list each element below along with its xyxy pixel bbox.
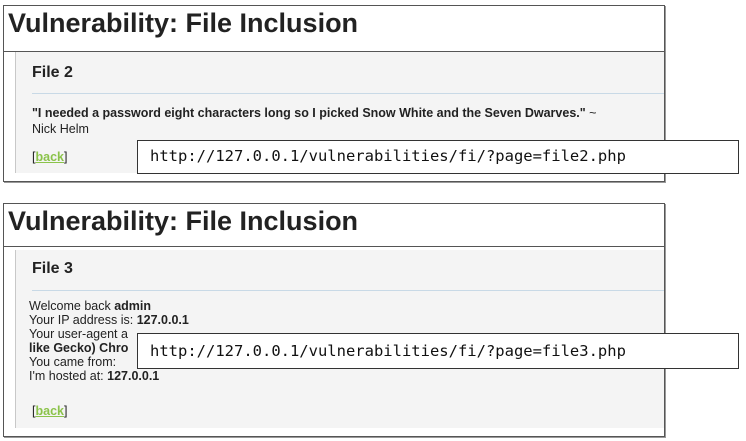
bracket-close: ] [63,150,68,164]
username: admin [114,299,152,313]
bracket-open: [ [32,404,36,418]
section-title: File 2 [32,64,73,81]
section-divider [32,290,664,291]
page-header: Vulnerability: File Inclusion [4,6,664,52]
ip-line: Your IP address is: 127.0.0.1 [29,313,189,327]
back-link[interactable]: back [35,150,64,164]
page-header: Vulnerability: File Inclusion [4,204,664,247]
ip-value: 127.0.0.1 [136,313,189,327]
user-agent-continuation: like Gecko) Chro [29,341,129,355]
url-callout-file3: http://127.0.0.1/vulnerabilities/fi/?pag… [137,333,739,369]
hosted-value: 127.0.0.1 [107,369,160,383]
bracket-close: ] [63,404,68,418]
screenshot-file3: Vulnerability: File Inclusion File 3 Wel… [3,203,665,437]
back-link-wrapper: [back] [32,150,67,164]
info-block: Welcome back admin Your IP address is: 1… [29,299,664,383]
came-from-line: You came from: [29,355,117,369]
section-title: File 3 [32,260,73,277]
back-link-wrapper: [back] [32,404,67,418]
bracket-open: [ [32,150,36,164]
back-link[interactable]: back [35,404,64,418]
quote-text: "I needed a password eight characters lo… [32,105,664,137]
page-title: Vulnerability: File Inclusion [8,8,359,38]
quote-tilde: ~ [585,106,597,120]
url-callout-file2: http://127.0.0.1/vulnerabilities/fi/?pag… [137,140,739,174]
page-title: Vulnerability: File Inclusion [8,206,359,236]
quote-author: Nick Helm [32,122,89,136]
welcome-line: Welcome back admin [29,299,152,313]
hosted-line: I'm hosted at: 127.0.0.1 [29,369,160,383]
user-agent-line: Your user-agent a [29,327,128,341]
section-divider [32,93,664,94]
quote-body: "I needed a password eight characters lo… [32,106,586,120]
